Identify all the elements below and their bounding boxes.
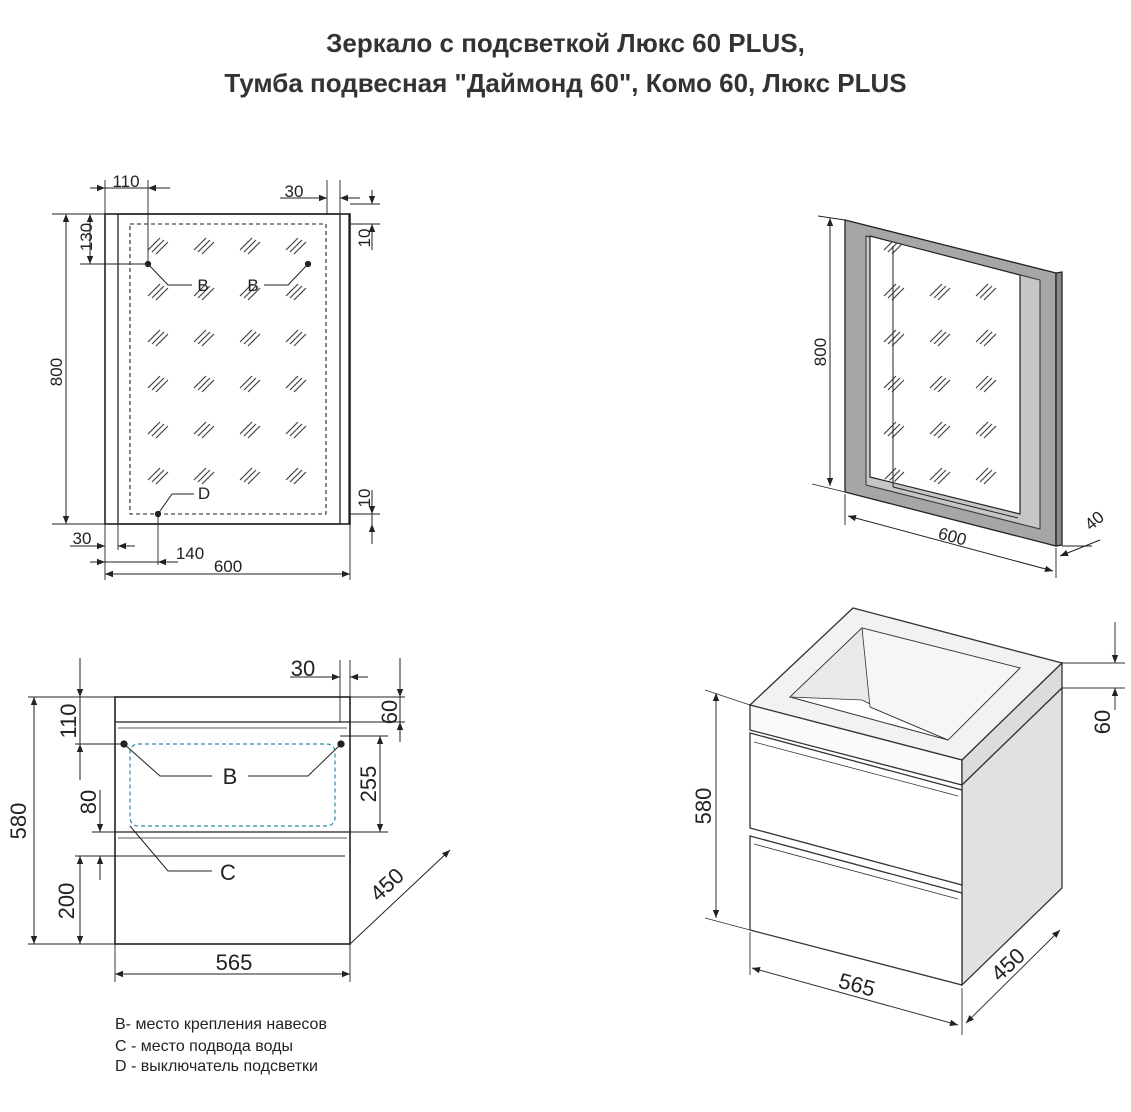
cabinet-dim-60: 60 — [377, 700, 402, 724]
mirror-iso-dim-800: 800 — [811, 338, 830, 366]
mirror-label-b-left: B — [197, 276, 208, 295]
mirror-dim-110: 110 — [112, 172, 139, 191]
mirror-dim-10-top: 10 — [355, 229, 374, 248]
mirror-dim-10-bottom: 10 — [355, 489, 374, 508]
legend-c: C - место подвода воды — [115, 1038, 293, 1055]
title-line-2: Тумба подвесная "Даймонд 60", Комо 60, Л… — [224, 68, 907, 98]
mirror-front-view — [52, 180, 380, 580]
mirror-dim-30-top: 30 — [285, 182, 304, 201]
cabinet-iso-dim-60: 60 — [1090, 710, 1115, 734]
legend-d: D - выключатель подсветки — [115, 1058, 318, 1075]
cabinet-dim-580: 580 — [6, 803, 31, 840]
cabinet-dim-255: 255 — [356, 766, 381, 803]
mirror-dim-130: 130 — [77, 223, 96, 251]
mirror-dim-800: 800 — [47, 358, 66, 386]
mirror-iso-view — [811, 215, 1101, 578]
mirror-label-d: D — [198, 484, 210, 503]
mirror-dim-30-bottom: 30 — [73, 529, 92, 548]
cabinet-iso-view — [704, 607, 1125, 1035]
cabinet-front-labels: 30 110 60 255 580 80 200 450 565 B C — [6, 656, 409, 975]
cabinet-dim-450: 450 — [365, 863, 409, 906]
cabinet-label-c: C — [220, 860, 236, 885]
mirror-iso-dim-600: 600 — [936, 524, 968, 550]
cabinet-dim-565: 565 — [216, 950, 253, 975]
mirror-front-labels: 110 30 130 10 800 10 30 140 600 B B D — [47, 172, 374, 576]
cabinet-dim-80: 80 — [76, 790, 101, 814]
legend-b: B- место крепления навесов — [115, 1016, 327, 1033]
cabinet-front-view — [28, 658, 451, 982]
mirror-iso-dim-40: 40 — [1081, 507, 1108, 534]
mirror-dim-600: 600 — [214, 557, 242, 576]
cabinet-dim-200: 200 — [54, 883, 79, 920]
cabinet-label-b: B — [223, 764, 238, 789]
mirror-dim-140: 140 — [176, 544, 204, 563]
mirror-label-b-right: B — [247, 276, 258, 295]
cabinet-dim-110: 110 — [56, 703, 81, 738]
cabinet-dim-30: 30 — [291, 656, 315, 681]
title-line-1: Зеркало с подсветкой Люкс 60 PLUS, — [326, 28, 805, 58]
cabinet-iso-dim-580: 580 — [691, 788, 716, 825]
cabinet-iso-dim-565: 565 — [836, 968, 878, 1002]
